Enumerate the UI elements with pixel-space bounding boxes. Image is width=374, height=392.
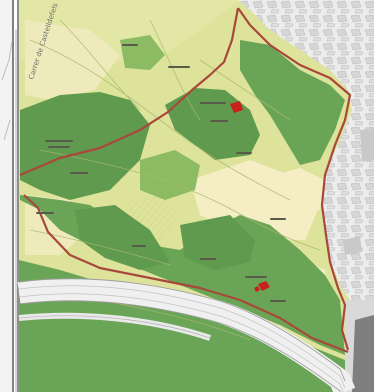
forest-area [240, 40, 345, 165]
left-panel [0, 0, 14, 392]
small-labels [36, 44, 286, 302]
ridge-lines [29, 19, 321, 341]
boundary-line [19, 7, 352, 354]
forest-area [120, 35, 165, 70]
forest-area [20, 92, 150, 200]
building-marker [258, 281, 270, 291]
forest-area [75, 205, 170, 270]
forest-area [180, 215, 255, 270]
building-marker [254, 286, 260, 292]
building-markers [230, 101, 270, 292]
highway [17, 278, 356, 392]
forest-area [140, 150, 200, 200]
map-frame [15, 0, 19, 392]
building-marker [230, 101, 243, 113]
urban-area [238, 0, 374, 392]
cropland-area [255, 168, 325, 220]
